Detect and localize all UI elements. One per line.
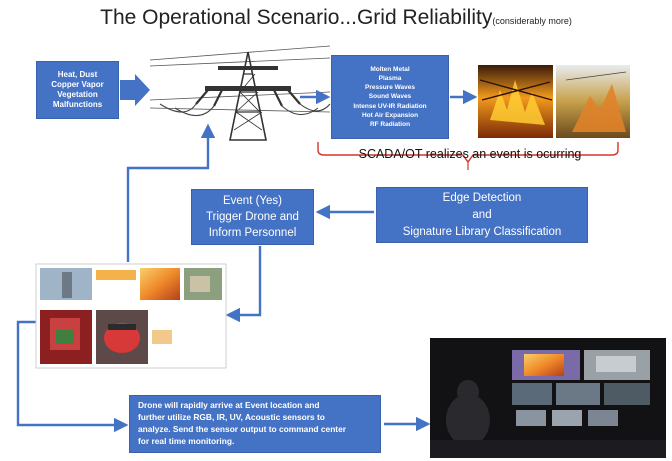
hazard-item: Vegetation: [57, 90, 98, 99]
title-main: The Operational Scenario...Grid Reliabil…: [100, 6, 493, 29]
effect-item: Intense UV-IR Radiation: [353, 102, 427, 110]
drone-line: further utilize RGB, IR, UV, Acoustic se…: [138, 412, 325, 423]
edge-line: and: [472, 208, 492, 221]
effect-item: Sound Waves: [368, 93, 412, 101]
hazards-box: Heat, Dust Copper Vapor Vegetation Malfu…: [36, 61, 119, 119]
scada-label: SCADA/OT realizes an event is ocurring: [358, 147, 582, 161]
event-line: Trigger Drone and: [206, 211, 299, 223]
edge-line: Edge Detection: [442, 191, 522, 204]
effect-item: RF Radiation: [369, 121, 411, 128]
drone-line: analyze. Send the sensor output to comma…: [138, 424, 347, 434]
event-effects-box: Molten Metal Plasma Pressure Waves Sound…: [331, 55, 449, 139]
hazard-item: Heat, Dust: [57, 70, 98, 79]
drone-description-box: Drone will rapidly arrive at Event locat…: [129, 395, 381, 453]
page-title: The Operational Scenario...Grid Reliabil…: [0, 6, 672, 30]
title-suffix: (considerably more): [492, 16, 572, 26]
edge-line: Signature Library Classification: [402, 225, 562, 238]
effect-item: Hot Air Expansion: [361, 111, 419, 119]
event-trigger-box: Event (Yes) Trigger Drone and Inform Per…: [191, 189, 314, 245]
effect-item: Plasma: [378, 74, 402, 82]
edge-detection-box: Edge Detection and Signature Library Cla…: [376, 187, 588, 243]
effect-item: Molten Metal: [370, 65, 410, 73]
flow-arrows: [16, 74, 478, 433]
drone-sensor-collage: [35, 263, 227, 369]
arc-flash-photos: [478, 65, 630, 138]
effect-item: Pressure Waves: [365, 84, 415, 92]
power-pylon-illustration: [149, 45, 331, 141]
drone-line: for real time monitoring.: [138, 435, 235, 446]
event-line: Inform Personnel: [208, 227, 297, 239]
drone-line: Drone will rapidly arrive at Event locat…: [138, 400, 320, 411]
hazard-item: Malfunctions: [52, 100, 103, 109]
event-line: Event (Yes): [222, 195, 283, 207]
hazard-item: Copper Vapor: [51, 80, 104, 89]
command-center-photo: [430, 338, 666, 458]
